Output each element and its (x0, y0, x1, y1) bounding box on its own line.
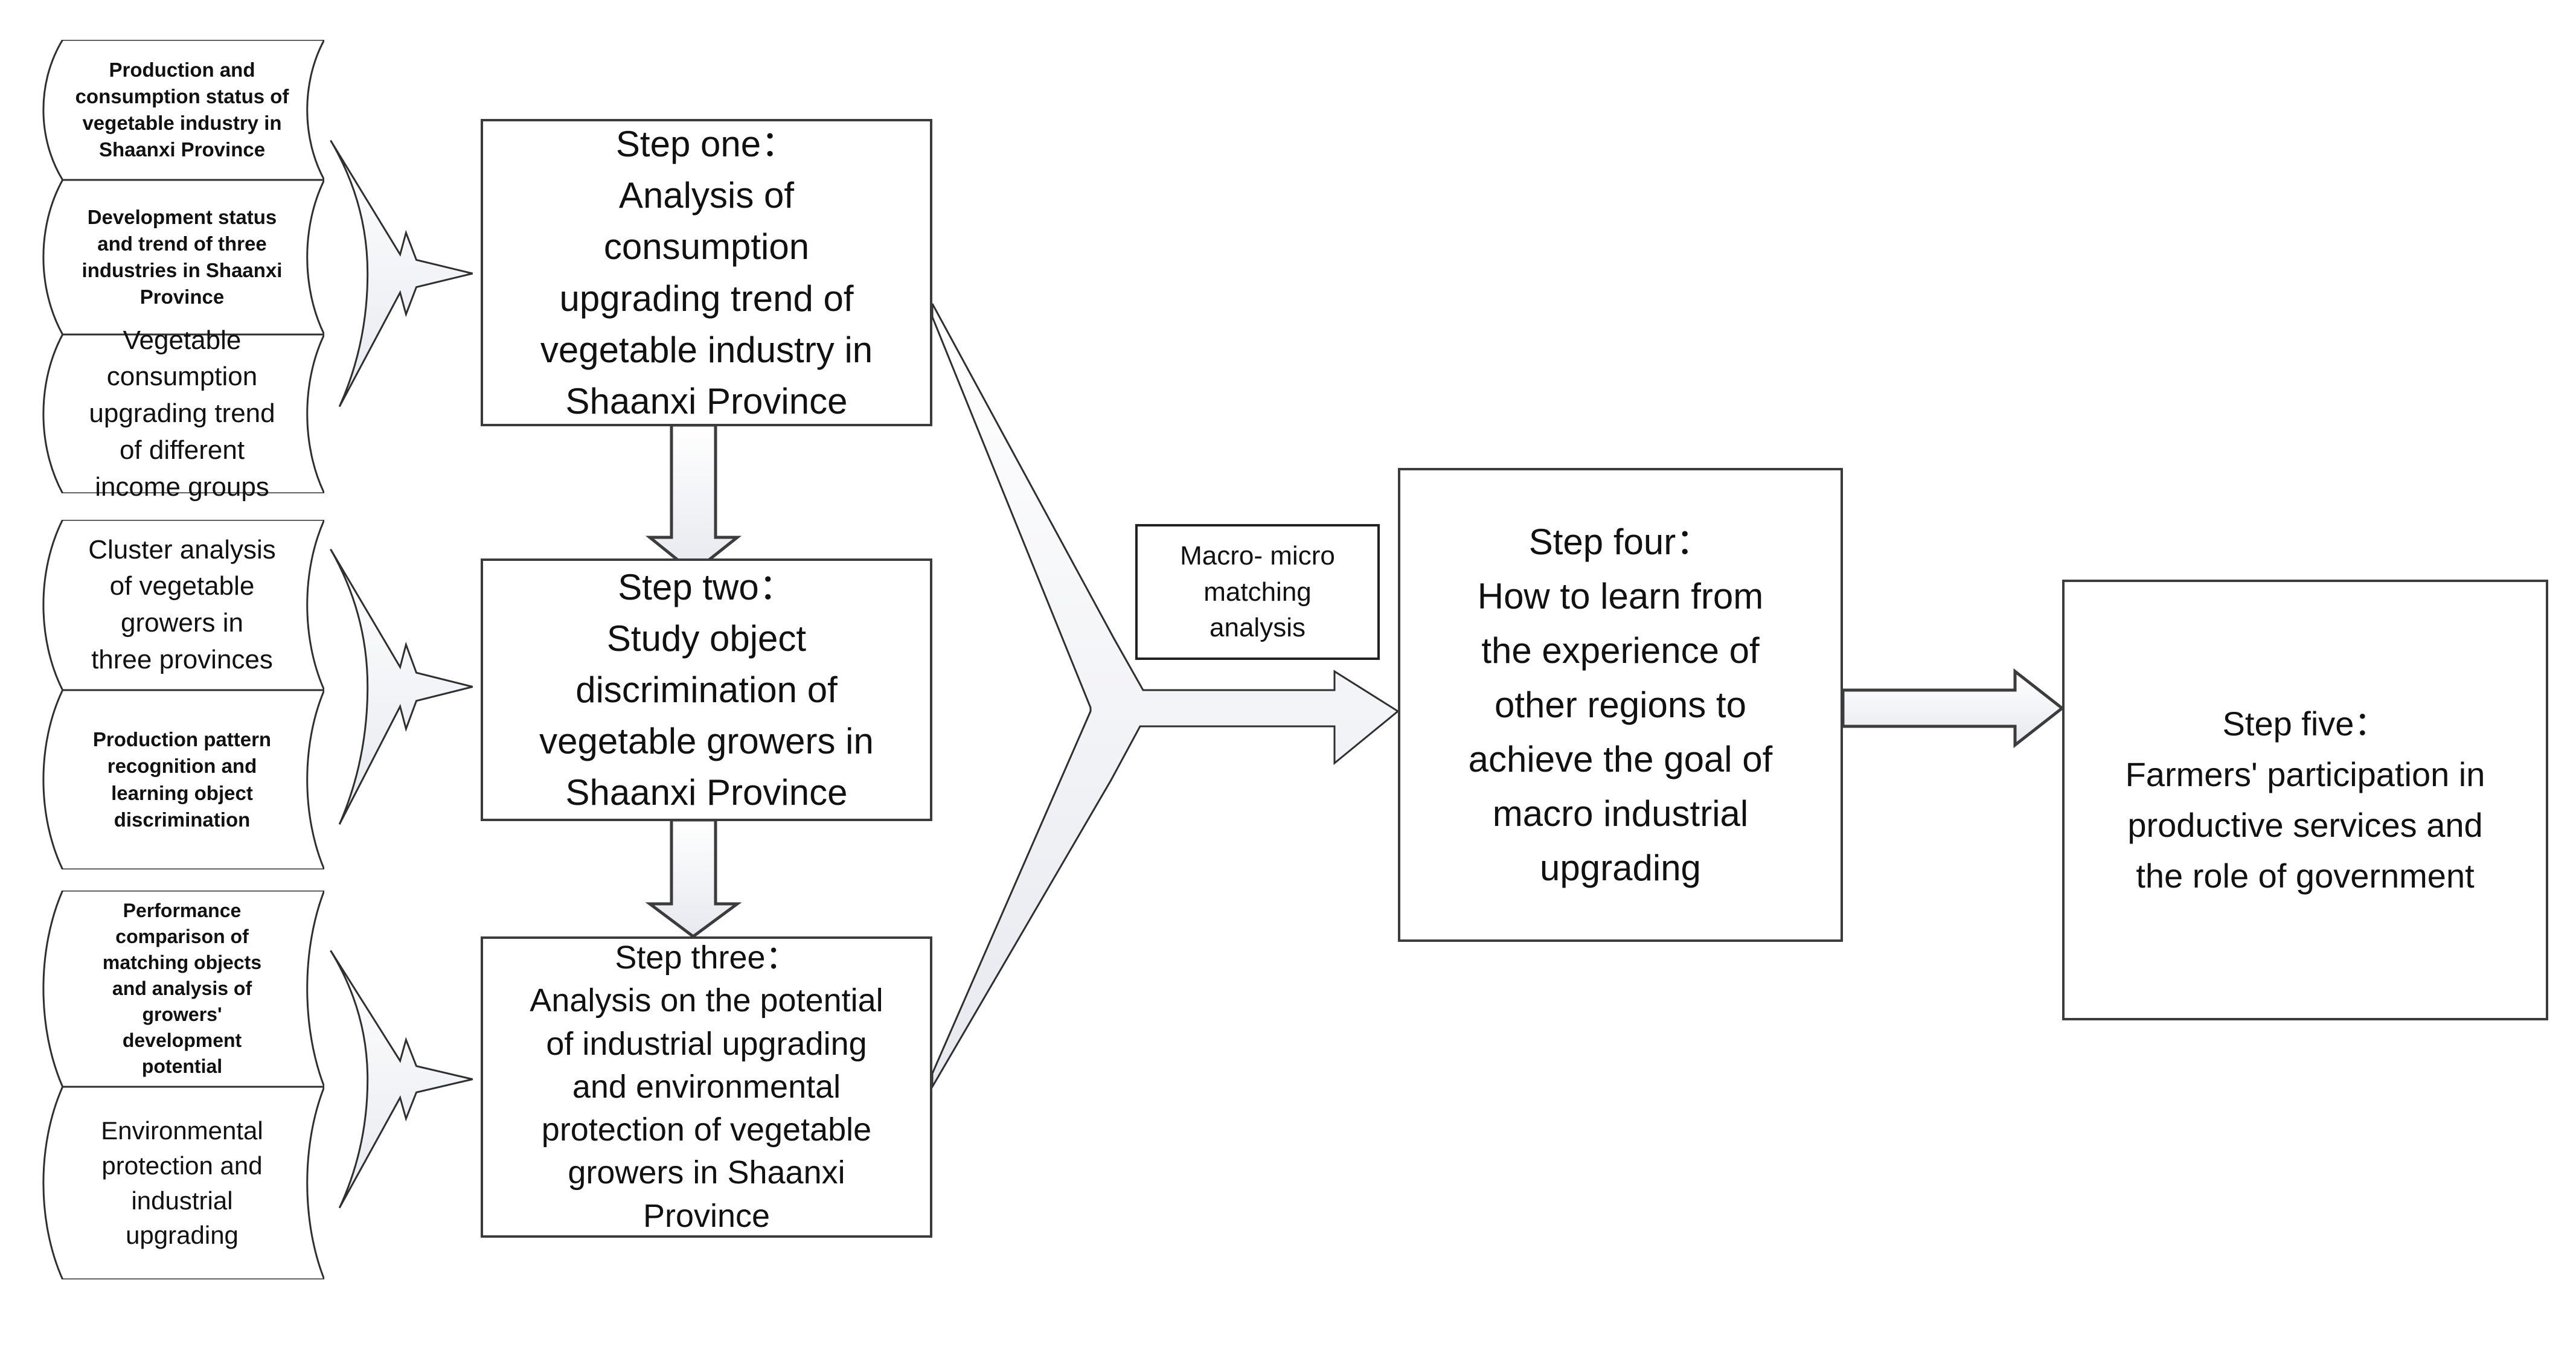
flag-shape-5 (43, 690, 324, 869)
flag-label-2: Development status and trend of three in… (82, 205, 283, 309)
flag-shape-4 (43, 520, 324, 690)
merge-arrow-steps-to-step4 (931, 303, 1400, 1090)
flag-label-4: Cluster analysis of vegetable growers in… (88, 534, 276, 674)
flag-label-1: Production and consumption status of veg… (75, 58, 289, 161)
flag-label-3: Vegetable consumption upgrading trend of… (89, 325, 275, 502)
chevron-arrow-1 (330, 141, 472, 407)
step-one-box (481, 119, 932, 426)
flag-shape-6 (43, 891, 324, 1087)
flag-label-7: Environmental protection and industrial … (101, 1116, 263, 1250)
flag-label-5: Production pattern recognition and learn… (92, 728, 272, 831)
chevron-arrow-3 (330, 950, 472, 1208)
flag-shape-7 (43, 1087, 324, 1279)
step-one-label: Step one： Analysis of consumption upgrad… (540, 123, 873, 421)
macro-micro-matching-box (1135, 524, 1380, 660)
flag-label-6: Performance comparison of matching objec… (102, 900, 262, 1077)
step-four-label: Step four： How to learn from the experie… (1468, 521, 1773, 888)
down-arrow-step2-step3 (645, 818, 742, 939)
flag-shape-1 (43, 40, 324, 180)
step-two-label: Step two： Study object discrimination of… (539, 566, 874, 813)
step-three-box (481, 936, 932, 1238)
flag-shape-2 (43, 180, 324, 334)
step-four-box (1398, 468, 1843, 942)
flag-shape-3 (43, 334, 324, 493)
chevron-arrow-2 (330, 549, 472, 825)
arrow-step4-to-step5 (1841, 668, 2065, 749)
step-two-box (481, 558, 932, 821)
step-five-label: Step five： Farmers' participation in pro… (2125, 705, 2485, 895)
macro-micro-matching-label: Macro- micro matching analysis (1180, 541, 1335, 643)
down-arrow-step1-step2 (645, 423, 742, 575)
step-five-box (2062, 580, 2548, 1020)
step-three-label: Step three： Analysis on the potential of… (530, 939, 883, 1234)
